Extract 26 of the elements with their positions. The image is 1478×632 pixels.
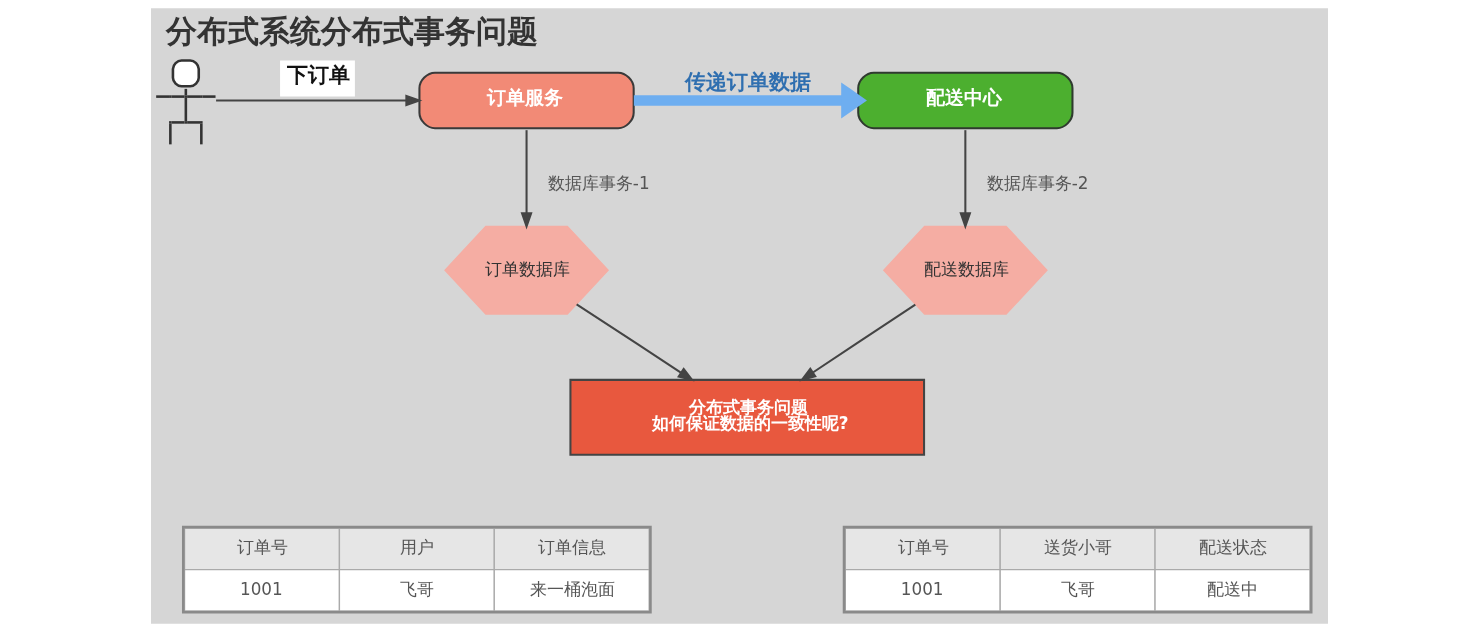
arrow — [958, 130, 971, 230]
label: 飞哥 — [399, 578, 434, 599]
label: 配送中 — [1206, 578, 1258, 599]
edge-label: 下订单 — [286, 63, 350, 88]
edge-label: 数据库事务-2 — [986, 173, 1088, 194]
node-box: 分布式事务问题 如何保证数据的一致性呢? — [568, 378, 925, 456]
node-box: 订单服务 — [417, 71, 635, 130]
label: 1001 — [900, 578, 943, 599]
label: 订单信息 — [537, 537, 606, 558]
edge-label: 数据库事务-1 — [547, 173, 650, 194]
label: 1001 — [239, 578, 283, 599]
arrow — [215, 94, 422, 107]
arrow — [633, 82, 867, 119]
label: 用户 — [399, 537, 434, 558]
arrow — [520, 130, 533, 230]
label: 订单号 — [897, 537, 949, 558]
label: 飞哥 — [1060, 578, 1095, 599]
label: 送货小哥 — [1043, 537, 1112, 558]
arrow — [575, 303, 695, 382]
label: 配送状态 — [1198, 537, 1267, 558]
label: 来一桶泡面 — [529, 578, 615, 599]
label: 订单号 — [236, 537, 288, 558]
edge-label: 传递订单数据 — [684, 69, 811, 94]
diagram-title: 分布式系统分布式事务问题 — [165, 13, 538, 50]
node-box: 配送中心 — [856, 71, 1073, 130]
arrow — [798, 303, 916, 382]
